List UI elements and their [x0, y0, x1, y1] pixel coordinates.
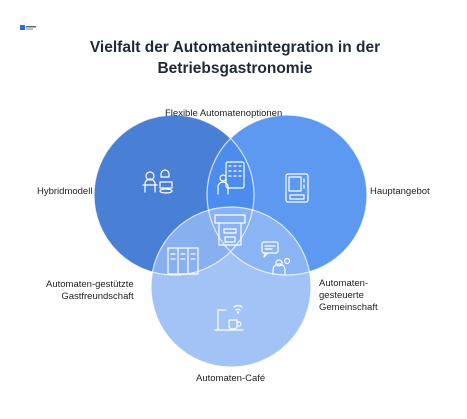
label-hauptangebot: Hauptangebot [370, 186, 430, 197]
person-chef-icon [142, 169, 173, 194]
title-line-1: Vielfalt der Automatenintegration in der [89, 39, 381, 56]
label-automaten-cafe: Automaten-Café [196, 373, 266, 384]
people-chat-icon [261, 241, 291, 275]
logo-icon [20, 25, 36, 30]
page-title: Vielfalt der Automatenintegration in der… [40, 37, 430, 79]
coffee-machine-icon [214, 214, 246, 246]
label-automaten-gestuetzte-gastfreundschaft: Automaten-gestützte Gastfreundschaft [46, 279, 134, 302]
label-automaten-gesteuerte-gemeinschaft: Automaten- gesteuerte Gemeinschaft [319, 278, 378, 313]
label-flexible-automatenoptionen: Flexible Automatenoptionen [165, 108, 283, 119]
circle-automaten-cafe [151, 207, 311, 367]
person-vending-icon [217, 161, 245, 195]
wifi-coffee-icon [214, 304, 244, 331]
label-hybridmodell: Hybridmodell [37, 186, 93, 197]
title-line-2: Betriebsgastronomie [157, 60, 313, 77]
lockers-icon [167, 247, 199, 275]
vending-machine-icon [285, 173, 309, 203]
